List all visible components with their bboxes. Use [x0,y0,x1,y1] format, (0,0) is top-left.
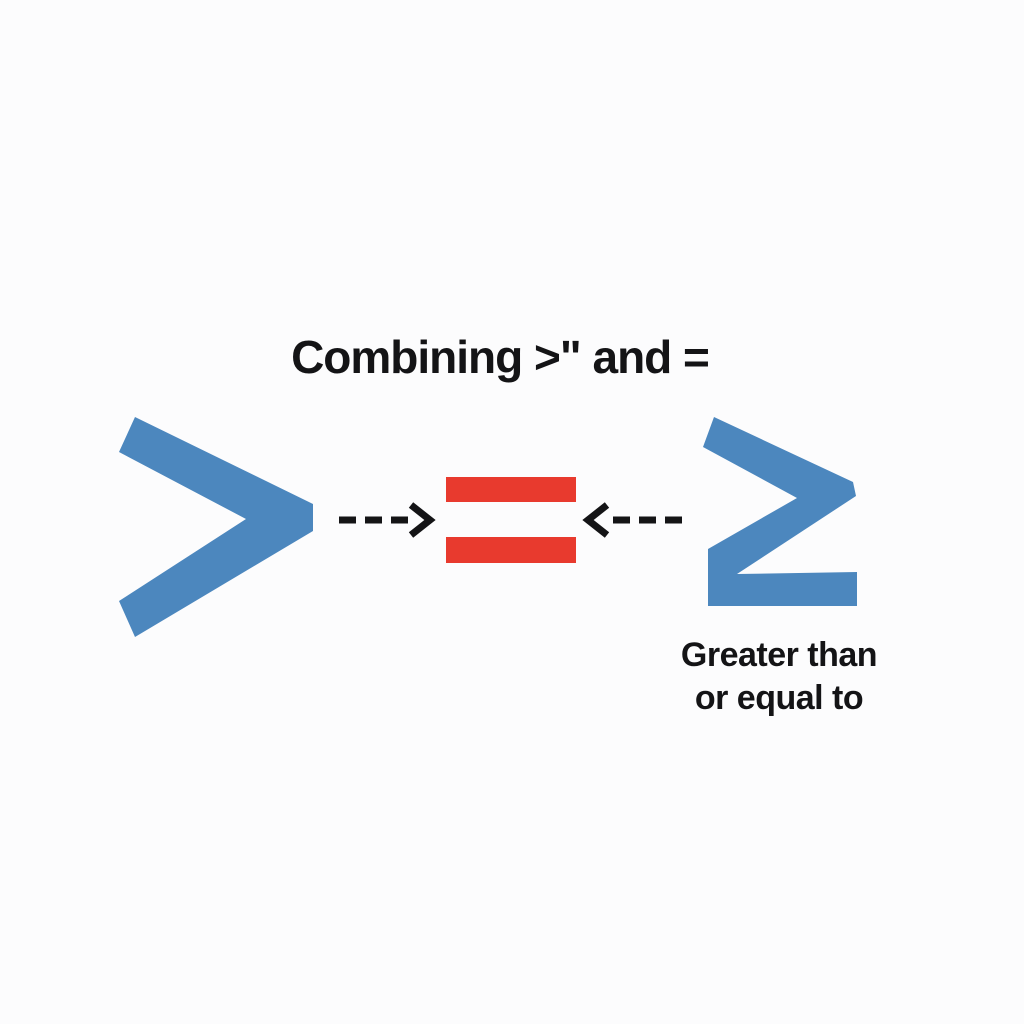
equals-symbol-bottom-bar [446,537,576,563]
equals-symbol [446,477,576,563]
caption-line-1: Greater than [680,636,878,674]
dashed-arrow-left-head [582,502,610,538]
greater-than-or-equal-symbol [703,417,857,606]
caption: Greater than or equal to [579,634,979,720]
dashed-arrow-right-head [408,502,436,538]
diagram-title: Combining >" and = [291,331,710,383]
dashed-arrow-right-icon [339,502,436,538]
equals-symbol-top-bar [446,477,576,502]
dashed-arrow-left-icon [582,502,682,538]
greater-than-symbol [119,417,313,637]
caption-line-2: or equal to [694,679,864,717]
